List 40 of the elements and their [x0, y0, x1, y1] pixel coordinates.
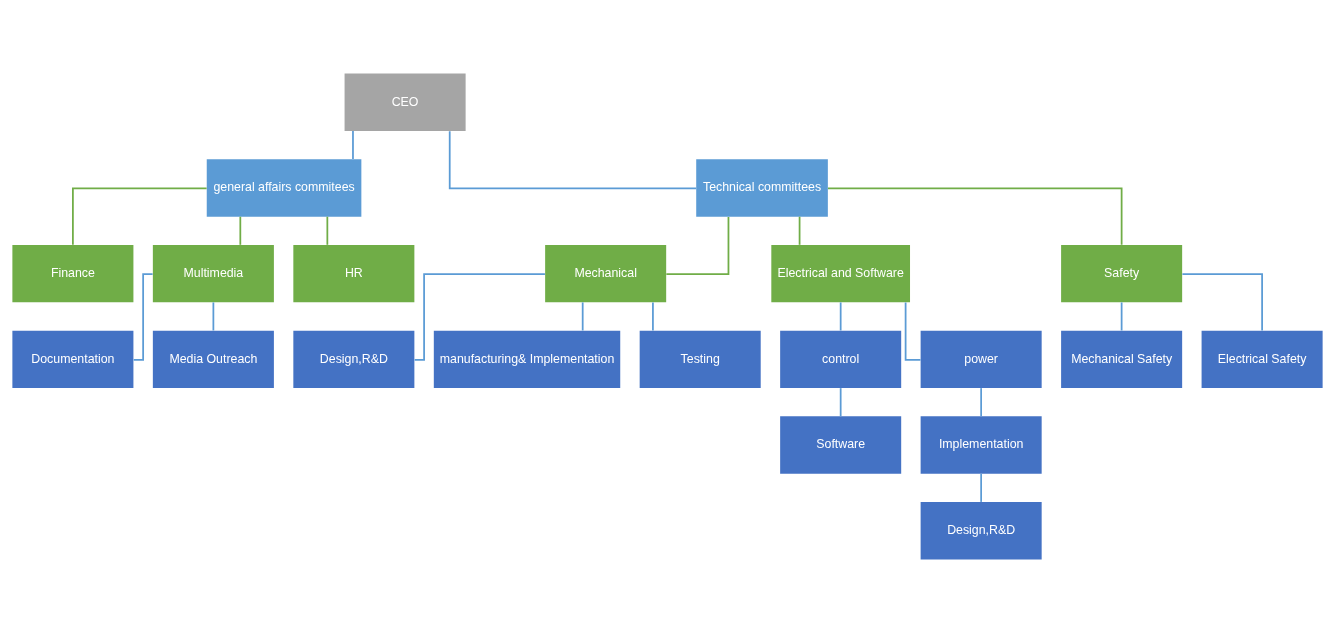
- connector: [980, 387, 983, 418]
- connector: [665, 216, 730, 275]
- node-box: Design,R&D: [293, 330, 415, 389]
- connector: [212, 301, 215, 332]
- connector: [1120, 301, 1123, 332]
- connector: [352, 130, 354, 160]
- connector: [839, 387, 842, 418]
- connector: [132, 273, 154, 361]
- node-box: general affairs commitees: [206, 159, 362, 217]
- connector: [326, 215, 329, 246]
- node-box: Finance: [12, 244, 134, 303]
- node-box: Mechanical: [545, 244, 667, 303]
- connector: [827, 187, 1123, 246]
- connector: [448, 130, 698, 190]
- connector: [1181, 273, 1263, 332]
- connector: [239, 215, 242, 246]
- connector: [798, 215, 801, 246]
- node-box: power: [920, 330, 1042, 389]
- node-box: Mechanical Safety: [1061, 330, 1183, 389]
- connector: [413, 273, 546, 361]
- node-box: Implementation: [920, 416, 1042, 474]
- node-box: Electrical Safety: [1201, 330, 1323, 389]
- node-box: CEO: [344, 73, 466, 131]
- node-box: Software: [780, 416, 902, 474]
- node-box: manufacturing& Implementation: [433, 330, 621, 389]
- node-box: Technical committees: [696, 159, 828, 217]
- node-box: Safety: [1061, 244, 1183, 303]
- connector: [652, 301, 654, 332]
- connector: [839, 301, 842, 332]
- node-box: Media Outreach: [152, 330, 274, 389]
- connector: [980, 472, 983, 503]
- node-box: HR: [293, 244, 415, 303]
- node-box: Documentation: [12, 330, 134, 389]
- connector: [72, 187, 208, 246]
- node-box: Electrical and Software: [771, 244, 910, 303]
- node-box: Testing: [639, 330, 761, 389]
- node-box: Design,R&D: [920, 502, 1042, 560]
- connector: [581, 301, 584, 332]
- node-box: control: [780, 330, 902, 389]
- node-box: Multimedia: [152, 244, 274, 303]
